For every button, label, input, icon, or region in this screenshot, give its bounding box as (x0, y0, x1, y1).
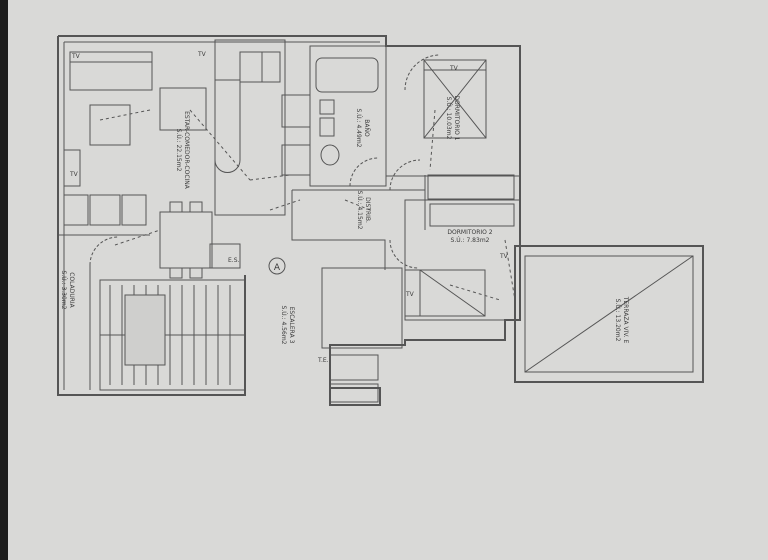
tv-label: TV (405, 291, 415, 298)
laundry-sink (121, 194, 147, 226)
svg-text:S.Ú.: 3.30m2: S.Ú.: 3.30m2 (60, 271, 67, 310)
boiler (89, 194, 121, 226)
svg-text:DORMITORIO 1: DORMITORIO 1 (453, 95, 460, 140)
washing-machine (63, 194, 89, 226)
washbasin (320, 144, 340, 166)
stair-landing (321, 267, 403, 349)
hall-door-arc-1 (389, 159, 421, 191)
hall-door-arc-2 (389, 239, 419, 269)
tv-label: TV (71, 53, 81, 60)
svg-text:S.Ú.: 4.15m2: S.Ú.: 4.15m2 (356, 191, 363, 230)
bed-1-cover (423, 59, 487, 139)
electric-run (99, 109, 516, 301)
bedroom-2-walls (404, 199, 521, 321)
svg-text:S.Ú.: 7.83m2: S.Ú.: 7.83m2 (451, 237, 490, 244)
hall-walls (291, 175, 426, 270)
svg-text:BAÑO: BAÑO (363, 119, 370, 137)
sofa-back (69, 51, 153, 63)
svg-text:S.Ú.: 10.03m2: S.Ú.: 10.03m2 (445, 97, 452, 140)
svg-text:S.Ú.: 4.56m2: S.Ú.: 4.56m2 (280, 306, 287, 345)
svg-text:S.Ú.: 13.20m2: S.Ú.: 13.20m2 (614, 299, 621, 342)
laundry-wall (58, 234, 150, 390)
svg-text:DISTRIB.: DISTRIB. (364, 197, 371, 223)
meter-box (329, 383, 379, 403)
svg-text:DORMITORIO 2: DORMITORIO 2 (447, 229, 492, 236)
heater (209, 243, 241, 269)
section-marker: A (274, 263, 281, 273)
tv-unit (63, 149, 81, 187)
toilet (319, 117, 335, 137)
terrace-diagonal (524, 255, 694, 373)
room-label-dormitorio-2: DORMITORIO 2 S.Ú.: 7.83m2 (447, 229, 492, 244)
tv-label: TV (449, 65, 459, 72)
svg-text:S.Ú.: 22.15m2: S.Ú.: 22.15m2 (175, 129, 182, 172)
svg-text:ESCALERA 3: ESCALERA 3 (288, 307, 295, 344)
bed-1 (423, 59, 487, 139)
room-label-estar: ESTAR-COMEDOR-COCINA S.Ú.: 22.15m2 (175, 111, 190, 190)
es-label: E.S. (228, 257, 240, 264)
wardrobe-2 (429, 203, 515, 227)
tv-label: TV (69, 171, 79, 178)
svg-text:ESTAR-COMEDOR-COCINA: ESTAR-COMEDOR-COCINA (183, 111, 190, 190)
stair-treads (100, 285, 245, 385)
room-label-terraza: TERRAZA VIV. E S.Ú.: 13.20m2 (614, 296, 629, 344)
section-marker-circle (268, 257, 286, 275)
wardrobe-1 (427, 174, 515, 200)
bidet (319, 99, 335, 115)
room-label-dormitorio-1: DORMITORIO 1 S.Ú.: 10.03m2 (445, 95, 460, 140)
tv-label: TV (197, 51, 207, 58)
tv-label: TV (499, 253, 509, 260)
room-label-bano: BAÑO S.Ú.: 4.49m2 (355, 109, 370, 148)
svg-text:S.Ú.: 4.49m2: S.Ú.: 4.49m2 (355, 109, 362, 148)
svg-text:TERRAZA VIV. E: TERRAZA VIV. E (622, 296, 629, 344)
coffee-table (89, 104, 131, 146)
bathtub (315, 57, 379, 93)
bedroom-1-walls (385, 45, 521, 177)
laundry-door-arc (89, 236, 119, 266)
te-label: T.E. (317, 357, 329, 364)
svg-text:COLADURIA: COLADURIA (68, 272, 75, 308)
bed-2 (404, 269, 486, 317)
dark-left-edge (0, 0, 8, 560)
lift (329, 354, 379, 381)
kitchen-island (214, 79, 241, 173)
room-label-coladuria: COLADURIA S.Ú.: 3.30m2 (60, 271, 75, 310)
terrace-inner (524, 255, 694, 373)
chair-1 (169, 201, 183, 213)
bed-2-cover (419, 269, 486, 317)
chair-2 (189, 201, 203, 213)
armchair (159, 87, 207, 131)
room-label-escalera: ESCALERA 3 S.Ú.: 4.56m2 (280, 306, 295, 345)
bathroom-door-arc (349, 157, 379, 187)
bedroom-1-door-arc (404, 54, 441, 91)
terrace (514, 245, 704, 383)
chair-3 (169, 267, 183, 279)
sink-kitchen (261, 51, 281, 83)
chair-4 (189, 267, 203, 279)
dining-table (159, 211, 213, 269)
room-label-distrib: DISTRIB. S.Ú.: 4.15m2 (356, 191, 371, 230)
